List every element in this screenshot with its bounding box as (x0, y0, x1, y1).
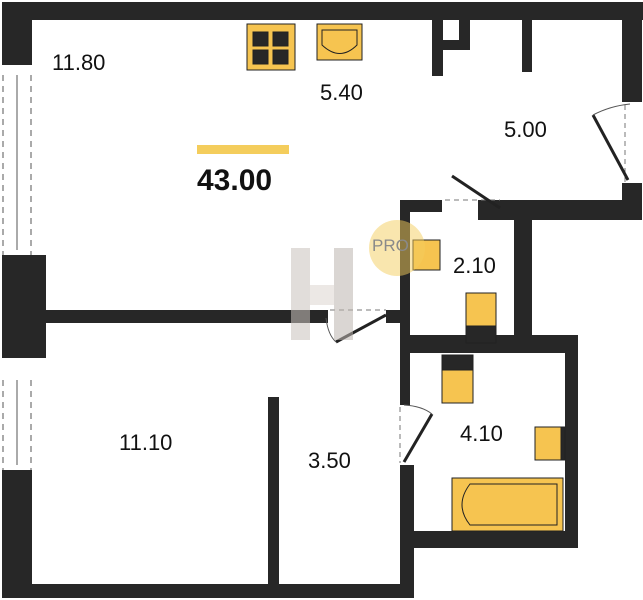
fixtures (246, 23, 566, 532)
room-area-wc: 2.10 (453, 253, 496, 278)
total-area: 43.00 (197, 164, 273, 197)
kitchen-sink-icon (316, 23, 363, 61)
room-area-hall: 5.00 (504, 117, 547, 142)
bathroom-sink-icon (534, 426, 563, 461)
room-area-corridor: 3.50 (308, 448, 351, 473)
bathtub-icon (451, 477, 564, 532)
toilet-icon (465, 292, 497, 327)
doors (325, 103, 631, 463)
total-area-bar (197, 145, 289, 154)
room-area-bathroom: 4.10 (460, 421, 503, 446)
room-area-kitchen: 5.40 (320, 80, 363, 105)
wc-sink-icon (412, 239, 441, 271)
windows (2, 75, 32, 470)
room-area-living: 11.80 (52, 50, 106, 75)
watermark-text: PRO (372, 236, 409, 255)
toilet-icon (441, 369, 474, 404)
room-area-bedroom: 11.10 (119, 430, 173, 455)
logo-watermark (291, 220, 425, 340)
